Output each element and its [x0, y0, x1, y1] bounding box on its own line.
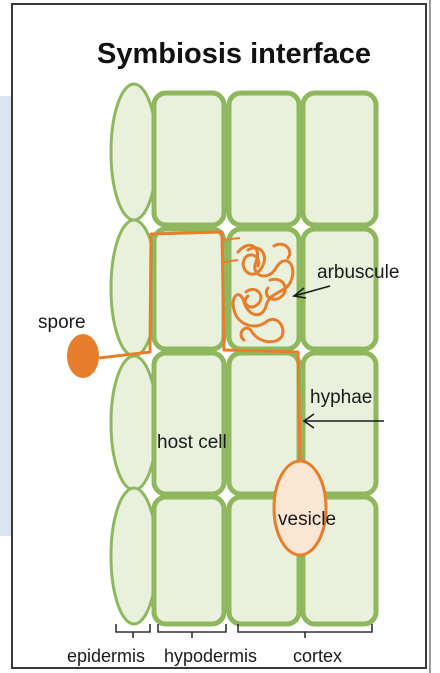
hypodermis-label: hypodermis: [164, 647, 257, 665]
cortex-label: cortex: [293, 647, 342, 665]
cell-grid: [154, 93, 376, 624]
cortex-cell: [303, 229, 376, 349]
epidermis-cell: [111, 356, 157, 490]
hyphae-label: hyphae: [310, 388, 372, 407]
epidermis-cell: [111, 488, 157, 624]
hypodermis-cell: [154, 497, 224, 624]
spore-body: [67, 334, 99, 378]
hypodermis-cell: [154, 93, 224, 225]
spore-label: spore: [38, 313, 86, 332]
arbuscule-label: arbuscule: [317, 263, 399, 282]
cortex-cell: [229, 93, 299, 225]
hypodermis-cell: [154, 229, 224, 349]
vesicle-label: vesicle: [278, 510, 336, 529]
cortex-cell: [303, 93, 376, 225]
hypodermis-cell: [154, 353, 224, 494]
diagram-title: Symbiosis interface: [97, 40, 371, 69]
vesicle-body: [274, 461, 326, 555]
epidermis-label: epidermis: [67, 647, 145, 665]
epidermis-cell: [111, 84, 157, 220]
host-cell-label: host cell: [157, 433, 227, 452]
